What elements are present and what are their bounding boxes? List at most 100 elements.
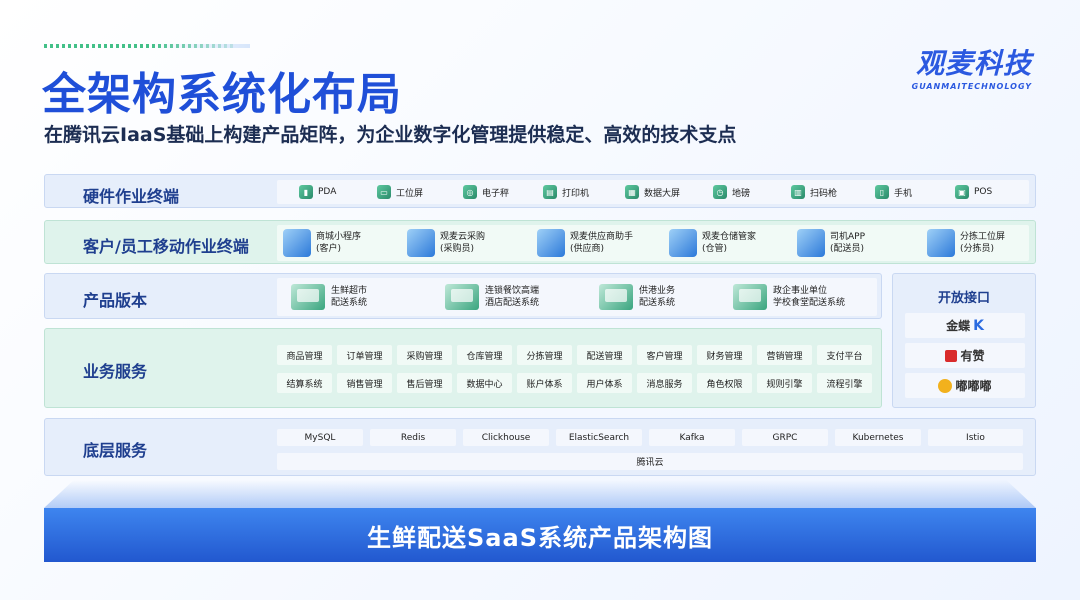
hw-item: ▭ 工位屏	[377, 180, 423, 204]
mobile-app: 司机APP (配送员)	[797, 229, 865, 257]
product-items: 生鲜超市配送系统 连锁餐饮高端酒店配送系统 供港业务配送系统 政企事业单位学校食…	[277, 278, 877, 316]
partner-name: 金蝶	[946, 319, 971, 333]
app-role: (供应商)	[570, 244, 605, 254]
diagram-footer-title: 生鲜配送SaaS系统产品架构图	[44, 508, 1036, 562]
hw-item: ◎ 电子秤	[463, 180, 509, 204]
printer-icon: ▤	[543, 185, 557, 199]
infra-component: Clickhouse	[463, 429, 549, 446]
mobile-app: 商城小程序(客户)	[283, 229, 361, 257]
product-icon	[291, 284, 325, 310]
product-version: 供港业务配送系统	[599, 284, 675, 310]
business-module: 订单管理	[337, 345, 392, 365]
layer-label: 底层服务	[83, 441, 148, 460]
scanner-icon: ▥	[791, 185, 805, 199]
app-name: 商城小程序	[316, 232, 362, 242]
infra-component: Kubernetes	[835, 429, 921, 446]
layer-product: 产品版本 生鲜超市配送系统 连锁餐饮高端酒店配送系统 供港业务配送系统 政企事业…	[44, 273, 882, 319]
pos-icon: ▣	[955, 185, 969, 199]
hw-item: ▯手机	[875, 180, 912, 204]
business-module: 消息服务	[637, 373, 692, 393]
app-icon	[537, 229, 565, 257]
hw-label: 扫码枪	[810, 188, 838, 199]
business-module: 角色权限	[697, 373, 752, 393]
infra-component: GRPC	[742, 429, 828, 446]
business-module: 财务管理	[697, 345, 752, 365]
product-version: 连锁餐饮高端酒店配送系统	[445, 284, 539, 310]
product-name: 连锁餐饮高端	[485, 286, 540, 296]
product-name: 生鲜超市	[331, 286, 368, 296]
weighbridge-icon: ◷	[713, 185, 727, 199]
product-name-line2: 学校食堂配送系统	[773, 298, 846, 308]
business-module: 流程引擎	[817, 373, 872, 393]
kingdee-logo-icon: K	[973, 317, 984, 334]
hw-label: POS	[974, 187, 993, 197]
dashboard-icon: ▦	[625, 185, 639, 199]
product-name-line2: 酒店配送系统	[485, 298, 540, 308]
podium-top	[44, 480, 1036, 508]
mobile-app: 分拣工位屏 (分拣员)	[927, 229, 1005, 257]
app-icon	[407, 229, 435, 257]
logo-subtext: GUANMAITECHNOLOGY	[911, 82, 1032, 91]
app-icon	[927, 229, 955, 257]
business-module: 分拣管理	[517, 345, 572, 365]
layer-base: 底层服务 MySQL Redis Clickhouse ElasticSearc…	[44, 418, 1036, 476]
business-module: 营销管理	[757, 345, 812, 365]
business-module: 用户体系	[577, 373, 632, 393]
partner-name: 有赞	[960, 349, 985, 363]
product-icon	[445, 284, 479, 310]
partner-dudu: 嘟嘟嘟	[905, 373, 1025, 398]
product-version: 政企事业单位学校食堂配送系统	[733, 284, 845, 310]
phone-icon: ▯	[875, 185, 889, 199]
hw-item: ▮PDA	[299, 180, 336, 204]
monitor-icon: ▭	[377, 185, 391, 199]
page-subtitle: 在腾讯云IaaS基础上构建产品矩阵，为企业数字化管理提供稳定、高效的技术支点	[44, 124, 737, 146]
business-module: 客户管理	[637, 345, 692, 365]
business-module: 结算系统	[277, 373, 332, 393]
scale-icon: ◎	[463, 185, 477, 199]
infra-component: MySQL	[277, 429, 363, 446]
hw-item: ▦ 数据大屏	[625, 180, 680, 204]
mobile-app: 观麦仓储管家(仓管)	[669, 229, 756, 257]
product-icon	[733, 284, 767, 310]
hw-item: ◷地磅	[713, 180, 750, 204]
business-module: 商品管理	[277, 345, 332, 365]
app-role: (采购员)	[440, 244, 475, 254]
hardware-items: ▮PDA ▭ 工位屏 ◎ 电子秤 ▤ 打印机 ▦ 数据大屏 ◷地磅 ▥ 扫码枪 ▯手机 ▣…	[277, 180, 1029, 204]
layer-label: 客户/员工移动作业终端	[83, 237, 249, 256]
app-name: 分拣工位屏	[960, 232, 1006, 242]
layer-business: 业务服务 商品管理 订单管理 采购管理 仓库管理 分拣管理 配送管理 客户管理 …	[44, 328, 882, 408]
app-role: (分拣员)	[960, 244, 995, 254]
infra-component: ElasticSearch	[556, 429, 642, 446]
layer-label: 业务服务	[83, 362, 148, 381]
business-module: 销售管理	[337, 373, 392, 393]
logo-text: 观麦科技	[915, 47, 1032, 80]
hw-label: 电子秤	[482, 188, 510, 199]
product-name: 政企事业单位	[773, 286, 828, 296]
business-module: 售后管理	[397, 373, 452, 393]
hw-item: ▣ POS	[955, 180, 992, 204]
business-module: 数据中心	[457, 373, 512, 393]
business-module: 支付平台	[817, 345, 872, 365]
app-icon	[669, 229, 697, 257]
app-role: (仓管)	[702, 244, 728, 254]
page-title: 全架构系统化布局	[42, 69, 402, 120]
business-module: 规则引擎	[757, 373, 812, 393]
hw-label: 数据大屏	[644, 188, 681, 199]
layer-mobile: 客户/员工移动作业终端 商城小程序(客户) 观麦云采购(采购员) 观麦供应商助手…	[44, 220, 1036, 264]
hw-label: PDA	[318, 187, 337, 197]
layer-label: 产品版本	[83, 291, 148, 310]
infra-component: Redis	[370, 429, 456, 446]
product-name-line2: 配送系统	[639, 298, 676, 308]
app-name: 司机APP	[830, 232, 866, 242]
brand-logo: 观麦科技 GUANMAITECHNOLOGY	[912, 42, 1032, 91]
app-icon	[283, 229, 311, 257]
cloud-provider: 腾讯云	[277, 453, 1023, 470]
app-role: (配送员)	[830, 244, 865, 254]
infra-component: Istio	[928, 429, 1023, 446]
infra-component: Kafka	[649, 429, 735, 446]
hw-label: 打印机	[562, 188, 590, 199]
mobile-items: 商城小程序(客户) 观麦云采购(采购员) 观麦供应商助手(供应商) 观麦仓储管家…	[277, 225, 1029, 261]
hw-label: 工位屏	[396, 188, 424, 199]
